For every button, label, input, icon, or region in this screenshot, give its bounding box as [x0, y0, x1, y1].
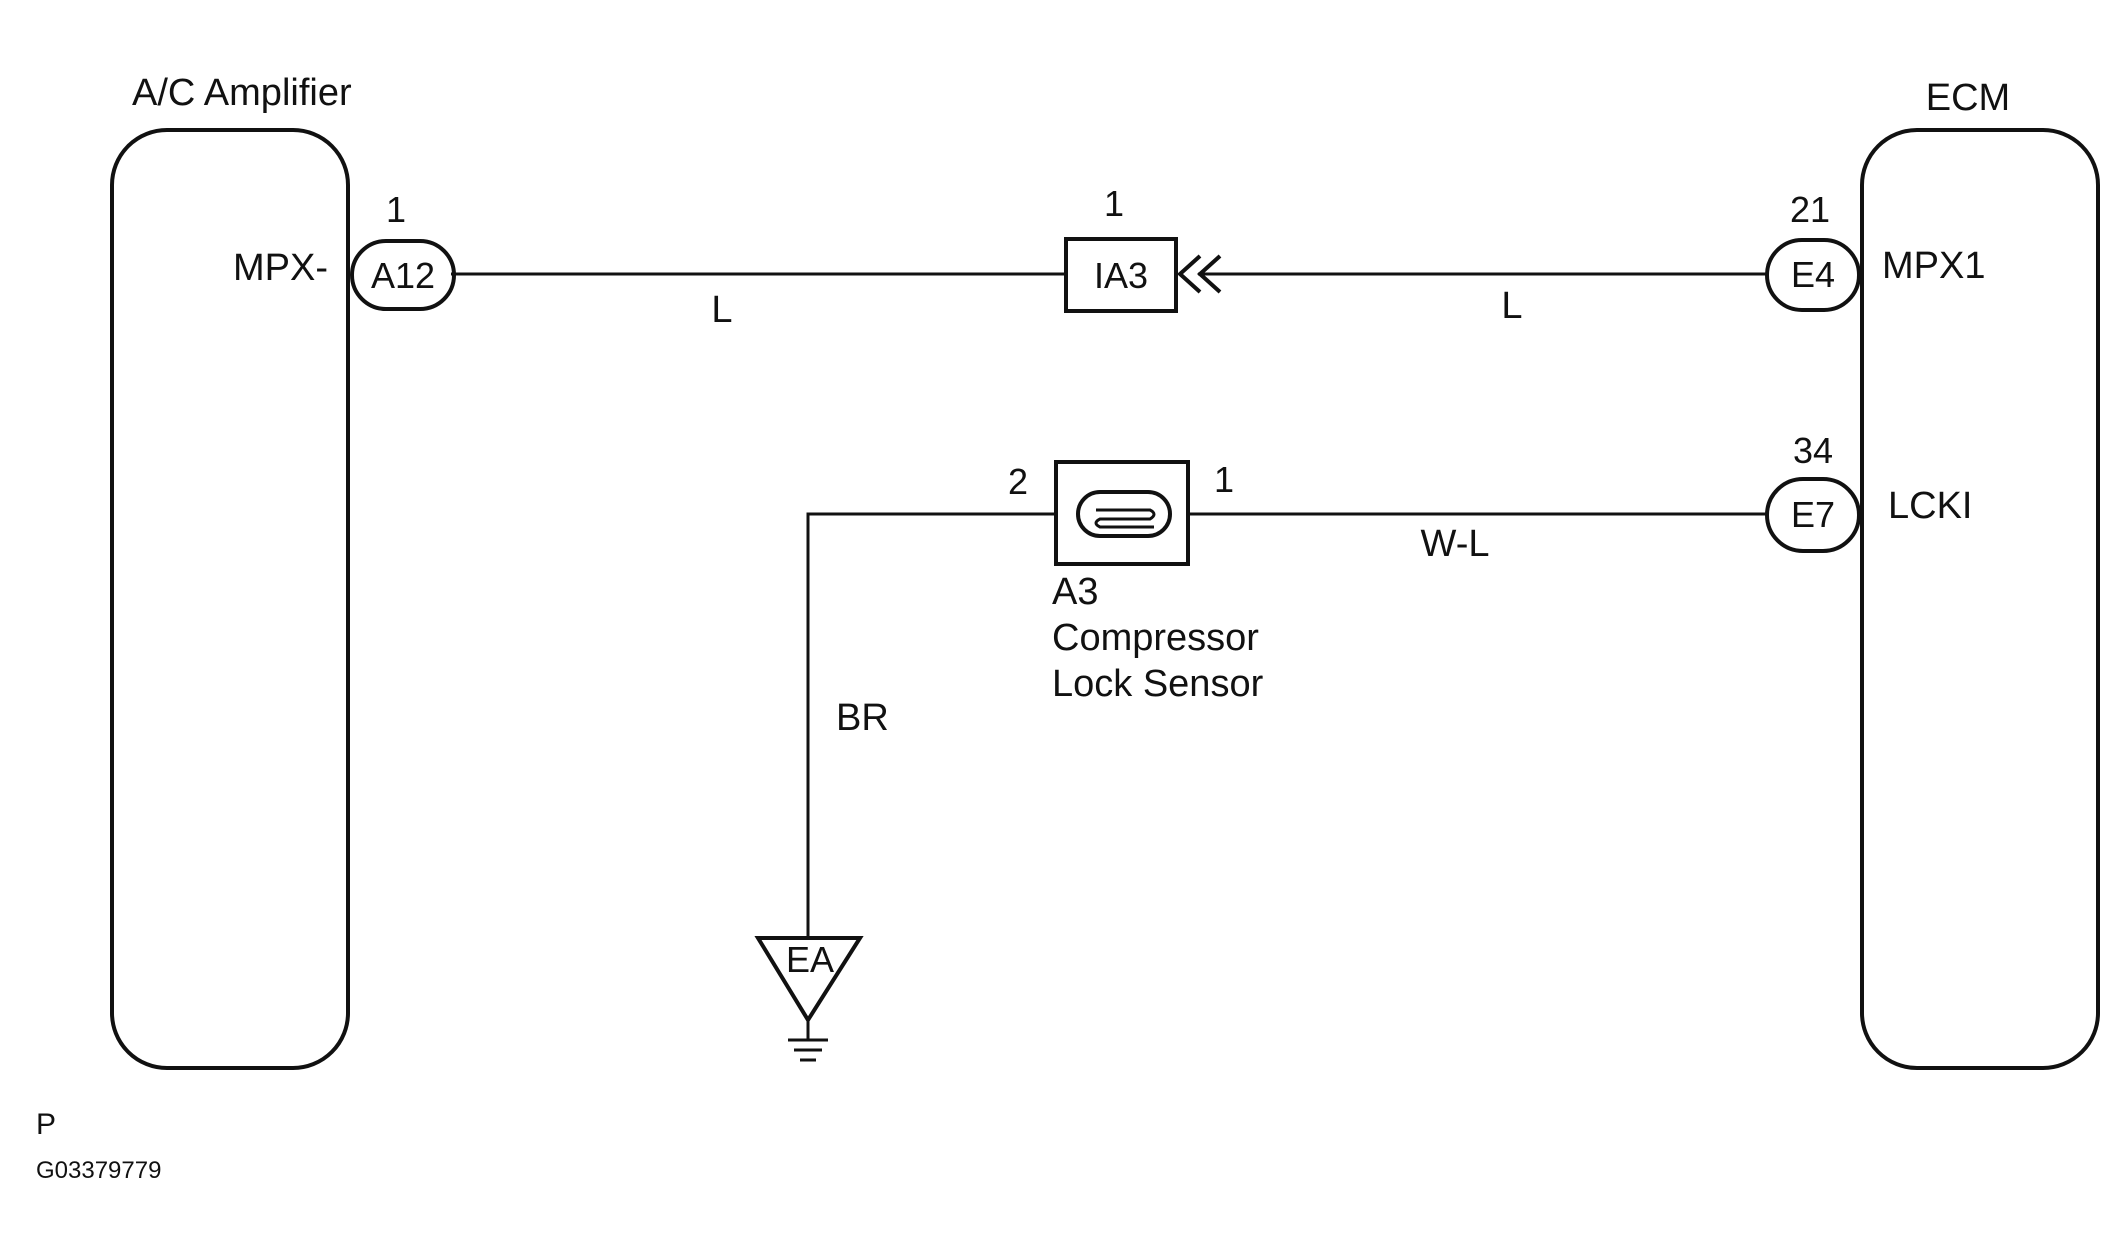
ground-triangle	[754, 936, 864, 1024]
wire-lock-signal-color: W-L	[1421, 523, 1490, 565]
connector-e4: E4 21	[1765, 189, 1861, 312]
ac-amplifier-component: A/C Amplifier MPX-	[110, 72, 352, 1070]
connector-a12-pin: 1	[386, 189, 406, 230]
connector-ia3-pin: 1	[1104, 183, 1124, 224]
ecm-body	[1860, 128, 2100, 1070]
connector-ia3: IA3 1	[1064, 183, 1222, 313]
sensor-name-line2: Lock Sensor	[1052, 663, 1264, 705]
connector-e7-shape	[1765, 477, 1861, 553]
sensor-pin-right: 1	[1214, 459, 1234, 500]
wire-ground	[806, 512, 1056, 938]
ecm-title: ECM	[1926, 77, 2010, 119]
wire-left-mpx-color: L	[711, 289, 732, 331]
sensor-code: A3	[1052, 571, 1098, 613]
ground-point-ea: EA	[754, 936, 864, 1062]
ground-code: EA	[786, 939, 834, 980]
figure-id: G03379779	[36, 1157, 161, 1184]
connector-ia3-shape	[1064, 237, 1178, 313]
connector-e7-code: E7	[1791, 494, 1835, 535]
ac-amplifier-body	[110, 128, 350, 1070]
wire-right-mpx-color: L	[1501, 285, 1522, 327]
wire-ground-color: BR	[836, 697, 889, 739]
connector-e7-pin: 34	[1793, 430, 1833, 471]
ecm-terminal-lcki-label: LCKI	[1888, 485, 1972, 527]
connector-e4-pin: 21	[1790, 189, 1830, 230]
ac-amplifier-terminal-label: MPX-	[233, 247, 328, 289]
connector-a12-shape	[350, 239, 456, 311]
sensor-coil-outer	[1076, 490, 1172, 538]
connector-ia3-arrow-outer	[1177, 254, 1202, 294]
compressor-lock-sensor: 2 1 A3 Compressor Lock Sensor	[1008, 459, 1264, 705]
corner-letter: P	[36, 1108, 56, 1141]
connector-a12: A12 1	[350, 189, 456, 311]
sensor-name-line1: Compressor	[1052, 617, 1259, 659]
connector-e4-code: E4	[1791, 254, 1835, 295]
connector-ia3-arrow-inner	[1197, 254, 1222, 294]
sensor-coil-icon	[1094, 508, 1156, 529]
ecm-component: ECM MPX1 LCKI	[1860, 77, 2100, 1070]
ac-amplifier-title: A/C Amplifier	[132, 72, 352, 114]
ecm-terminal-mpx1-label: MPX1	[1882, 245, 1985, 287]
connector-ia3-code: IA3	[1094, 255, 1148, 296]
connector-e7: E7 34	[1765, 430, 1861, 553]
connector-a12-code: A12	[371, 255, 435, 296]
sensor-pin-left: 2	[1008, 461, 1028, 502]
connector-e4-shape	[1765, 238, 1861, 312]
